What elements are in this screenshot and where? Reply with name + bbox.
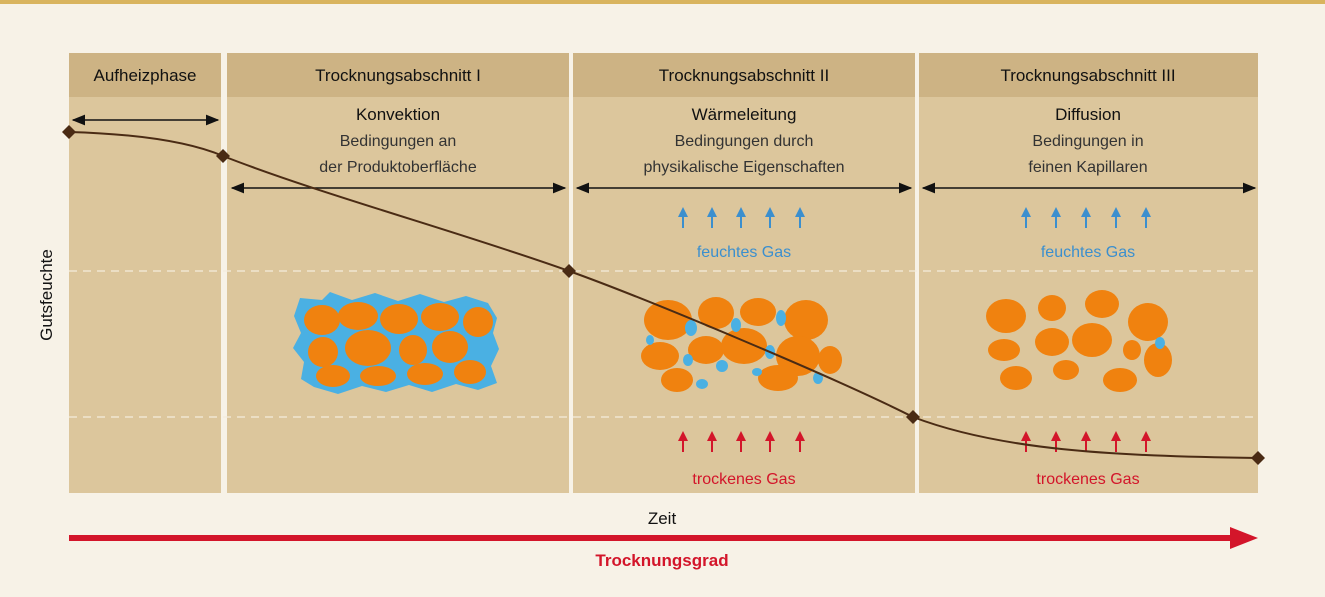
mechanism-subtitle: Bedingungen an: [340, 133, 457, 150]
particle: [1103, 368, 1137, 392]
particle: [688, 336, 724, 364]
particle: [407, 363, 443, 385]
particle-group: [986, 290, 1172, 392]
dry-material-illustration: [986, 290, 1172, 392]
moist-gas-label: feuchtes Gas: [697, 244, 791, 261]
particle: [776, 336, 820, 376]
particle: [641, 342, 679, 370]
water-droplet: [731, 318, 741, 332]
particle: [698, 297, 734, 329]
header-abschnitt-3: [919, 53, 1258, 97]
drying-degree-label: Trocknungsgrad: [595, 551, 728, 570]
mechanism-subtitle: Bedingungen in: [1032, 133, 1143, 150]
particle: [345, 330, 391, 366]
top-accent-rule: [0, 0, 1325, 4]
water-droplet: [776, 310, 786, 326]
header-aufheizphase: [69, 53, 221, 97]
mechanism-title: Diffusion: [1055, 105, 1121, 124]
particle: [304, 305, 340, 335]
particle: [988, 339, 1020, 361]
diamond-marker-icon: [216, 149, 230, 163]
panel-abschnitt-1: [227, 97, 569, 493]
mechanism-subtitle: der Produktoberfläche: [319, 159, 477, 176]
particle: [740, 298, 776, 326]
phase-header-label: Trocknungsabschnitt I: [315, 66, 481, 85]
particle: [316, 365, 350, 387]
moist-gas-arrows: [678, 207, 1151, 228]
mechanism-title: Wärmeleitung: [692, 105, 797, 124]
particle: [1038, 295, 1066, 321]
y-axis-label: Gutsfeuchte: [37, 249, 56, 341]
diamond-marker-icon: [1251, 451, 1265, 465]
particle: [454, 360, 486, 384]
water-bridges: [646, 310, 823, 389]
curve-points: [62, 125, 1265, 465]
phase-panels: [69, 53, 1258, 493]
mechanism-subtitle: physikalische Eigenschaften: [643, 159, 844, 176]
particle: [784, 300, 828, 340]
particle: [338, 302, 378, 330]
water-droplet: [696, 379, 708, 389]
particle: [1128, 303, 1168, 341]
diamond-marker-icon: [62, 125, 76, 139]
panel-abschnitt-3: [919, 97, 1258, 493]
x-axis-label: Zeit: [648, 509, 677, 528]
particle: [1123, 340, 1141, 360]
particle: [463, 307, 493, 337]
particle: [432, 331, 468, 363]
phase-header-label: Trocknungsabschnitt III: [1000, 66, 1175, 85]
particle: [818, 346, 842, 374]
particle: [380, 304, 418, 334]
particle: [644, 300, 692, 340]
water-droplet: [752, 368, 762, 376]
dry-gas-label: trockenes Gas: [692, 471, 795, 488]
water-droplet: [646, 335, 654, 345]
phase-header-label: Aufheizphase: [93, 66, 196, 85]
particle: [1035, 328, 1069, 356]
mechanism-subtitle: Bedingungen durch: [675, 133, 814, 150]
particle: [1053, 360, 1079, 380]
dry-gas-label: trockenes Gas: [1036, 471, 1139, 488]
panel-abschnitt-2: [573, 97, 915, 493]
particle: [360, 366, 396, 386]
header-abschnitt-1: [227, 53, 569, 97]
header-abschnitt-2: [573, 53, 915, 97]
particle: [758, 365, 798, 391]
drying-degree-arrow-head: [1230, 527, 1258, 549]
particle: [661, 368, 693, 392]
mechanism-title: Konvektion: [356, 105, 440, 124]
particle: [421, 303, 459, 331]
drying-degree-arrow-shaft: [69, 535, 1235, 541]
water-droplet: [716, 360, 728, 372]
water-droplet: [683, 354, 693, 366]
drying-curve: [68, 131, 1259, 459]
water-droplet: [685, 320, 697, 336]
diamond-marker-icon: [906, 410, 920, 424]
particle: [1000, 366, 1032, 390]
moist-gas-label: feuchtes Gas: [1041, 244, 1135, 261]
particle: [1144, 343, 1172, 377]
drying-degree-arrow: [69, 527, 1258, 549]
mechanism-subtitle: feinen Kapillaren: [1028, 159, 1147, 176]
particle: [399, 335, 427, 365]
particle: [1085, 290, 1119, 318]
phase-header-label: Trocknungsabschnitt II: [659, 66, 829, 85]
wet-particles: [304, 302, 493, 387]
wet-material-illustration: [293, 292, 499, 394]
water-droplet: [1155, 337, 1165, 349]
particle: [308, 337, 338, 367]
diamond-marker-icon: [562, 264, 576, 278]
particle: [1072, 323, 1112, 357]
panel-aufheizphase: [69, 97, 221, 493]
particle: [986, 299, 1026, 333]
